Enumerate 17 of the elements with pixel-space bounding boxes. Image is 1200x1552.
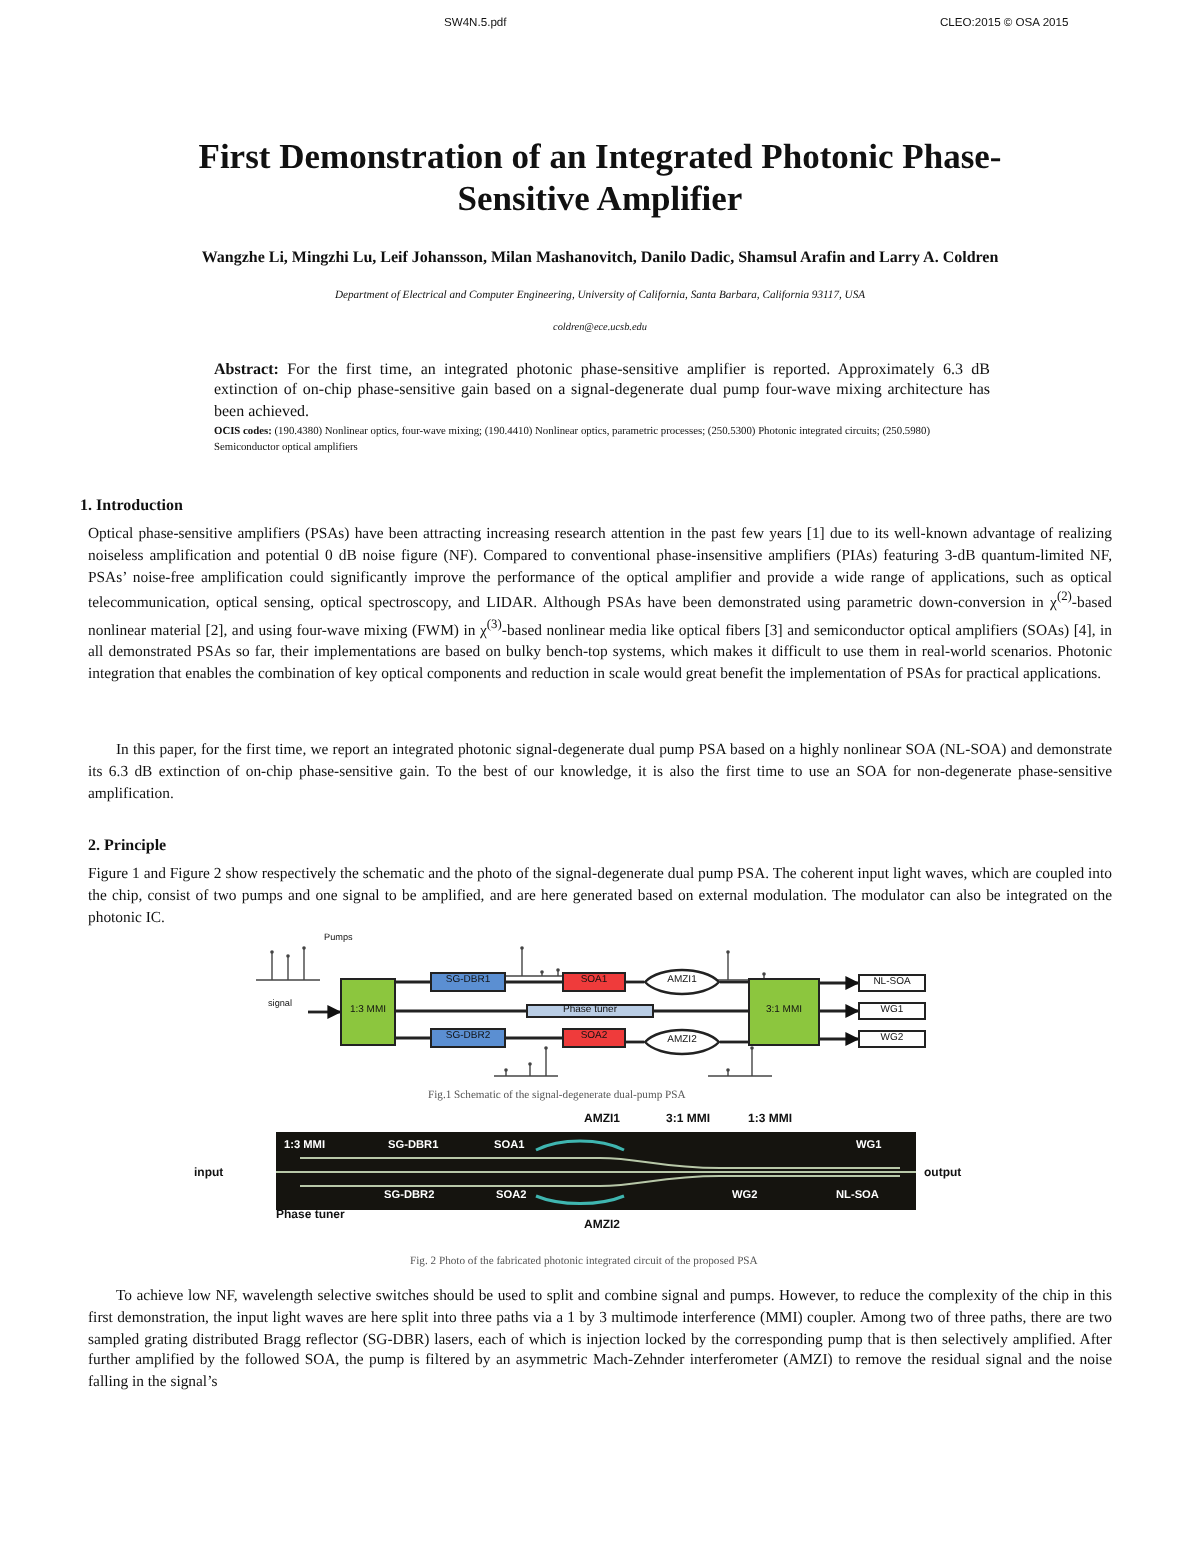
waveguide-line [506,1036,562,1040]
section-heading: 2. Principle [88,836,167,854]
waveguide-line [720,1040,748,1044]
arrow [820,1004,860,1018]
section-heading: 1. Introduction [80,496,183,514]
waveguide-line [396,1036,430,1040]
arrow [820,1032,860,1046]
waveguide-line [654,1009,748,1013]
author-list: Wangzhe Li, Mingzhi Lu, Leif Johansson, Milan Mashanovitch, Danilo Dadic, Shamsul Arafin and Larry A. Coldren [124,248,1076,268]
paper-title: First Demonstration of an Integrated Photonic Phase-Sensitive Amplifier [196,136,1004,220]
waveguide-line [396,1009,526,1013]
abstract-text: Abstract: For the first time, an integrated photonic phase-sensitive amplifier is reported. Approximately 6.3 dB extinction of on-chip phase-sensitive gain based on a signal-degenerate dual pump four-wave mixing architecture has been achieved. [214,360,990,422]
arrow [820,976,860,990]
waveguide-line [720,980,748,984]
arrow [308,1005,342,1019]
waveguide-line [506,980,562,984]
waveguide-line [396,980,430,984]
